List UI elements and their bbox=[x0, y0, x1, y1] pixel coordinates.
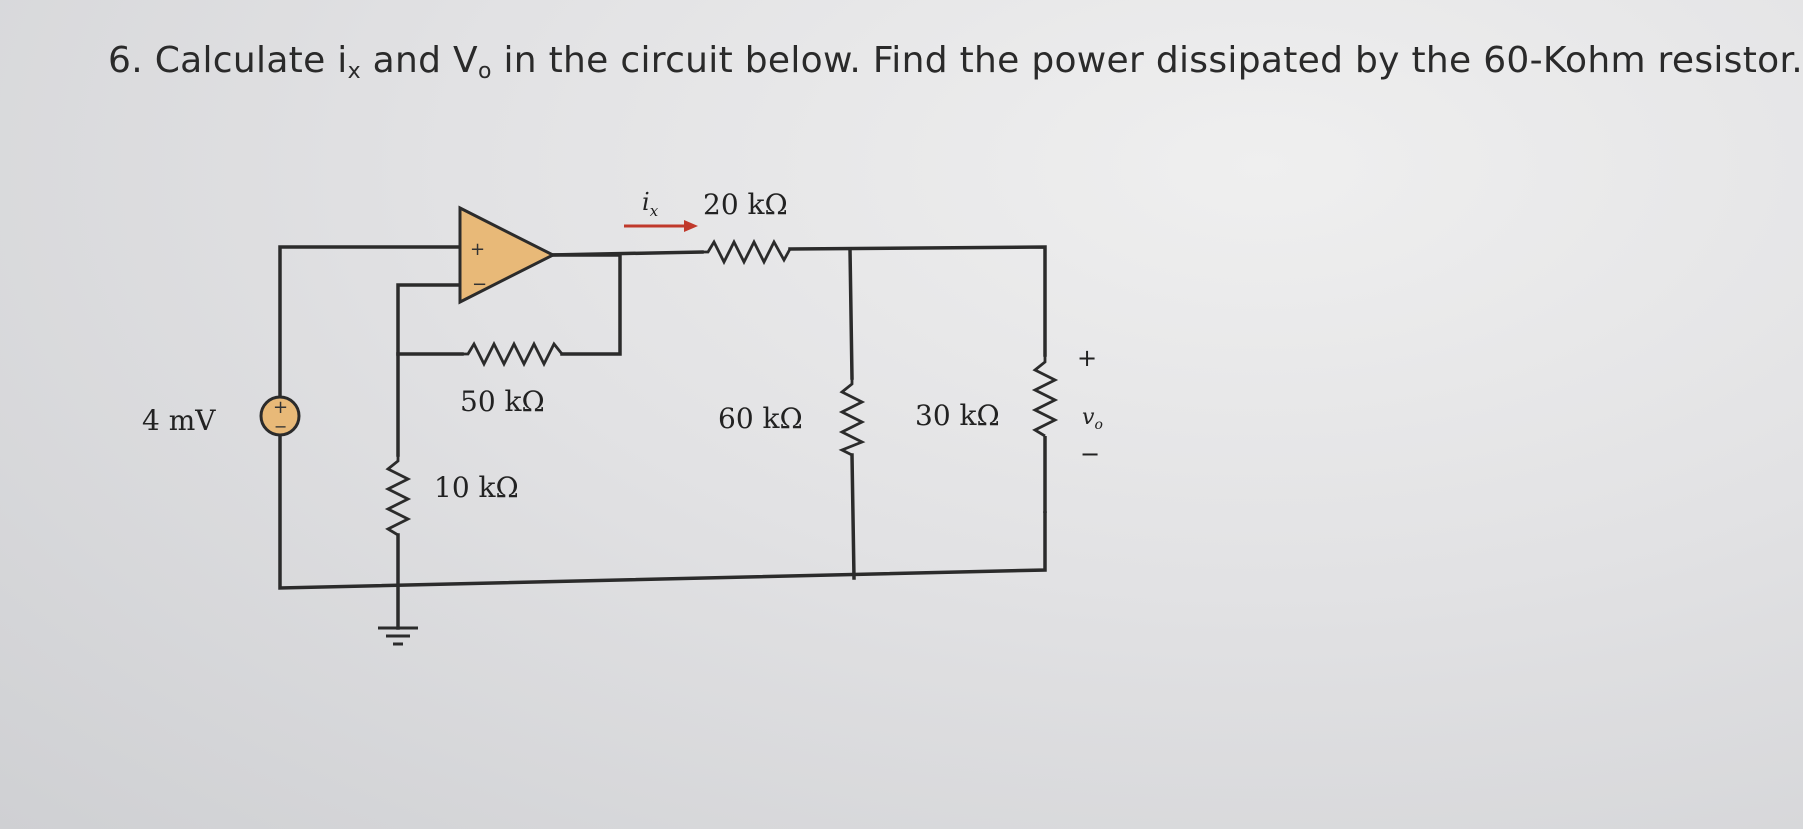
wire-output bbox=[548, 250, 704, 257]
wire-after-20k bbox=[788, 245, 1047, 357]
r-30-label: 30 kΩ bbox=[915, 399, 1000, 432]
op-amp: + − bbox=[458, 205, 557, 305]
resistor-60k bbox=[838, 378, 866, 457]
question-part-2: and V bbox=[360, 40, 478, 81]
vo-subscript: o bbox=[477, 59, 492, 84]
circuit-diagram: + − + − ix 4 mV 50 kΩ 10 kΩ 20 kΩ 60 kΩ … bbox=[142, 188, 1103, 646]
wire-feedback-right bbox=[548, 253, 622, 356]
question-number: 6. bbox=[108, 40, 143, 81]
current-arrow-icon bbox=[624, 220, 698, 232]
resistor-30k bbox=[1031, 355, 1059, 438]
question-part-1: Calculate i bbox=[154, 40, 348, 81]
r-series-label: 20 kΩ bbox=[703, 188, 788, 221]
voltage-source: + − bbox=[259, 395, 301, 437]
source-minus-sign: − bbox=[274, 417, 287, 436]
vo-minus-sign: − bbox=[1080, 440, 1100, 468]
opamp-minus-sign: − bbox=[472, 274, 487, 295]
question-text: 6. Calculate ix and Vo in the circuit be… bbox=[108, 40, 1803, 84]
resistor-50k bbox=[462, 340, 564, 368]
r-60-label: 60 kΩ bbox=[718, 402, 803, 435]
ix-subscript: x bbox=[347, 59, 361, 84]
resistor-20k bbox=[702, 238, 792, 266]
source-label: 4 mV bbox=[142, 404, 216, 437]
opamp-plus-sign: + bbox=[470, 239, 485, 260]
r-ground-label: 10 kΩ bbox=[434, 471, 519, 504]
ground-icon bbox=[378, 626, 418, 646]
vo-label: vo bbox=[1082, 405, 1103, 433]
wire-60k-top bbox=[848, 247, 854, 380]
vo-plus-sign: + bbox=[1077, 344, 1097, 372]
wire-60k-bottom bbox=[850, 453, 856, 580]
wire-source-bottom bbox=[278, 433, 1047, 590]
current-label: ix bbox=[642, 188, 659, 220]
resistor-10k bbox=[384, 455, 412, 537]
wire-inverting-node bbox=[396, 283, 462, 457]
question-part-3: in the circuit below. Find the power dis… bbox=[491, 40, 1803, 81]
wire-noninverting-input bbox=[278, 245, 462, 399]
source-plus-sign: + bbox=[273, 397, 288, 418]
r-feedback-label: 50 kΩ bbox=[460, 385, 545, 418]
